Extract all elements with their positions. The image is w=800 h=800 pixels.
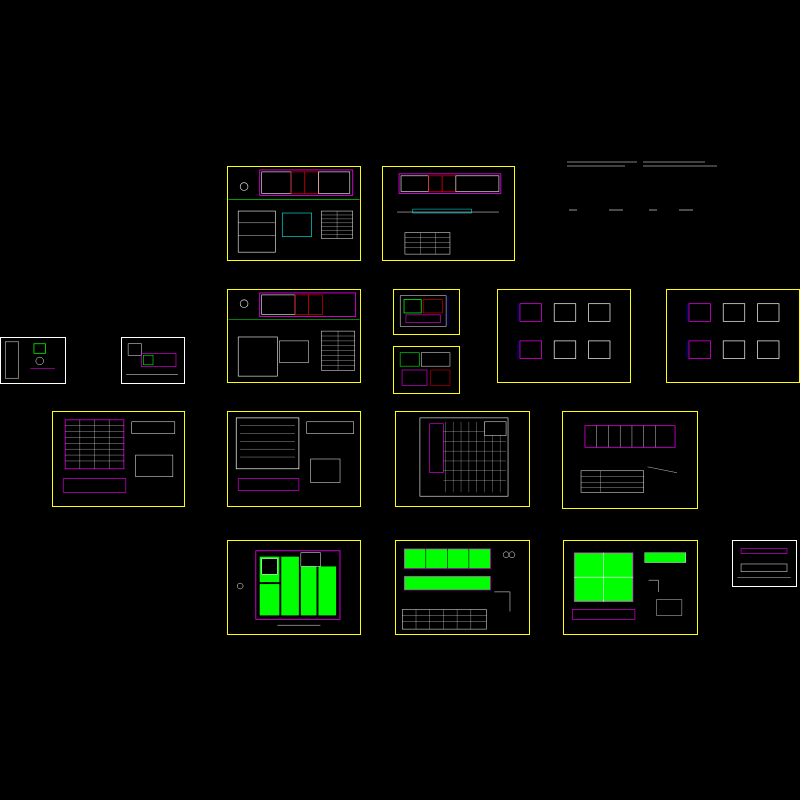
sheet-13-drawing <box>580 425 678 493</box>
sheet-5-drawing <box>399 352 451 386</box>
sheet-12-drawing <box>419 417 509 497</box>
drawing-sheet-4[interactable] <box>393 289 460 335</box>
sheet-2-drawing <box>397 173 502 255</box>
drawing-sheet-6[interactable] <box>497 289 631 383</box>
drawing-sheet-12[interactable] <box>395 411 530 507</box>
drawing-sheet-5[interactable] <box>393 346 460 394</box>
drawing-sheet-3[interactable] <box>227 289 361 383</box>
drawing-sheet-7[interactable] <box>666 289 800 383</box>
drawing-sheet-8[interactable] <box>0 337 66 384</box>
general-notes-text <box>565 156 735 216</box>
sheet-14-drawing <box>236 550 341 626</box>
drawing-sheet-9[interactable] <box>121 337 185 384</box>
drawing-sheet-14[interactable] <box>227 540 361 635</box>
drawing-sheet-10[interactable] <box>52 411 185 507</box>
sheet-3-drawing <box>228 292 360 377</box>
sheet-7-drawing <box>686 303 780 359</box>
drawing-sheet-16[interactable] <box>563 540 698 635</box>
sheet-11-drawing <box>235 417 354 491</box>
drawing-sheet-13[interactable] <box>562 411 698 509</box>
sheet-4-drawing <box>399 295 449 327</box>
sheet-8-drawing <box>4 341 56 379</box>
drawing-sheet-11[interactable] <box>227 411 361 507</box>
sheet-15-drawing <box>402 548 516 630</box>
drawing-sheet-1[interactable] <box>227 166 361 261</box>
drawing-sheet-17[interactable] <box>732 540 797 587</box>
sheet-6-drawing <box>517 303 611 359</box>
sheet-10-drawing <box>62 419 176 493</box>
sheet-1-drawing <box>228 169 360 253</box>
sheet-9-drawing <box>126 343 178 375</box>
sheet-17-drawing <box>737 548 791 578</box>
drawing-sheet-2[interactable] <box>382 166 515 261</box>
sheet-16-drawing <box>571 552 687 620</box>
drawing-sheet-15[interactable] <box>395 540 530 635</box>
